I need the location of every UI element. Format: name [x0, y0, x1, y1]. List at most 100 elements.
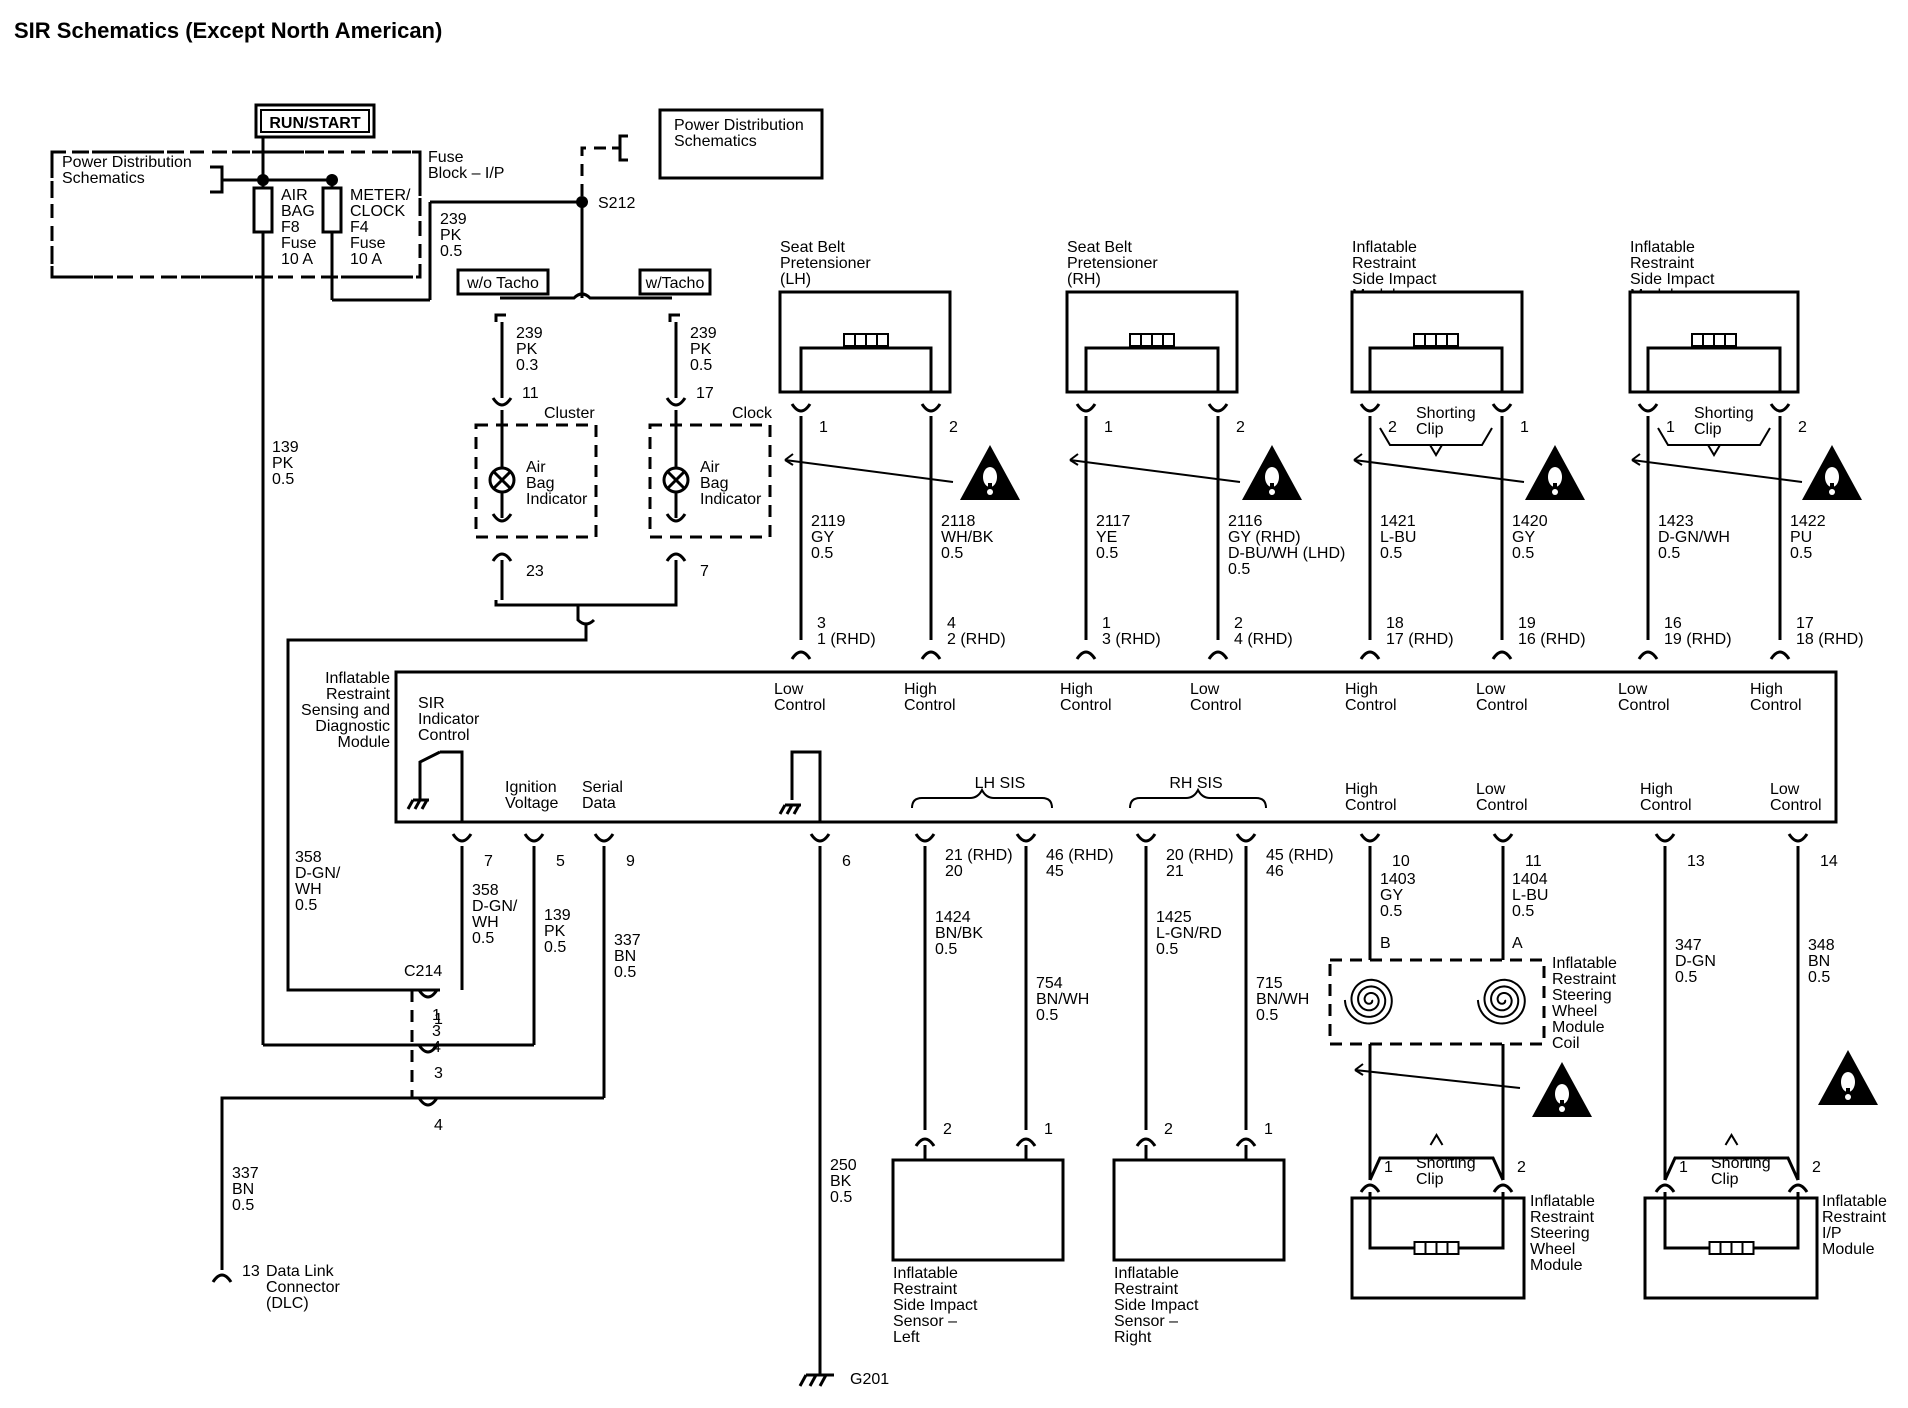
sdm-module-label: Restraint	[326, 686, 391, 703]
cluster-indicator-label: Bag	[526, 475, 554, 492]
connector-pin-label: 1	[1102, 615, 1111, 632]
connector-terminal	[1787, 833, 1809, 843]
control-label: Low	[1618, 681, 1648, 698]
option-branch	[500, 292, 672, 300]
control-label: Control	[1476, 697, 1528, 714]
pin-label: 21	[1166, 863, 1184, 880]
shorting-clip-label: Shorting	[1416, 1155, 1476, 1172]
connector-pin-label: 1 (RHD)	[817, 631, 876, 648]
sensor-label: Side Impact	[893, 1297, 978, 1314]
control-label: High	[1750, 681, 1783, 698]
coil-label: Module	[1552, 1019, 1605, 1036]
shorting-clip	[1379, 427, 1493, 446]
twisted-pair-marker	[1353, 453, 1363, 466]
c214-pin-label: 4	[432, 1039, 441, 1056]
clock-label: Clock	[732, 405, 773, 422]
connector-terminal	[491, 513, 513, 523]
bracket	[210, 165, 263, 194]
connector-terminal	[1637, 650, 1659, 660]
cluster-wire-label: 239	[516, 325, 543, 342]
clock-outline	[648, 423, 772, 539]
connector-terminal	[1359, 403, 1381, 413]
twisted-pair-marker	[1069, 453, 1079, 466]
ground-icon	[778, 804, 787, 815]
wire-label: 1424	[935, 909, 971, 926]
wire-label: 0.5	[1096, 545, 1118, 562]
control-label: Low	[1476, 781, 1506, 798]
wire-358-label: WH	[472, 914, 499, 931]
pin-label: 45 (RHD)	[1266, 847, 1334, 864]
connector-pin-label: 4 (RHD)	[1234, 631, 1293, 648]
shorting-clip-label: Clip	[1694, 421, 1722, 438]
dlc-label: Connector	[266, 1279, 340, 1296]
wire-label: 0.5	[1228, 561, 1250, 578]
connector-terminal	[914, 833, 936, 843]
pin-label: 1	[1520, 419, 1529, 436]
wire-337	[220, 1096, 418, 1270]
connector-terminal	[451, 833, 473, 843]
ground-icon	[798, 1374, 808, 1387]
warning-mark	[1265, 467, 1279, 487]
serial-data-label: Serial	[582, 779, 623, 796]
sensor-label: Inflatable	[893, 1265, 958, 1282]
cluster-wire-label: PK	[516, 341, 538, 358]
wire-label: BN/WH	[1036, 991, 1089, 1008]
control-label: Low	[1770, 781, 1800, 798]
pin-label: 1	[1666, 419, 1675, 436]
fuse-f8-label: F8	[281, 219, 300, 236]
wire-label: 347	[1675, 937, 1702, 954]
connector-pin-label: 4	[947, 615, 956, 632]
control-label: High	[1345, 781, 1378, 798]
warning-mark	[1552, 489, 1558, 495]
power-distribution-label: Schematics	[62, 170, 145, 187]
connector-terminal	[1769, 650, 1791, 660]
control-label: Control	[1190, 697, 1242, 714]
wire	[576, 605, 596, 626]
connector-terminal	[491, 552, 513, 562]
wire-label: GY	[1512, 529, 1535, 546]
wire	[494, 600, 678, 607]
shorting-clip	[1429, 444, 1443, 457]
top-module-label: Inflatable	[1352, 239, 1417, 256]
wire-label: D-BU/WH (LHD)	[1228, 545, 1345, 562]
twisted-pair-marker	[1069, 459, 1241, 483]
w-tacho-label: w/Tacho	[645, 275, 705, 292]
wire-label: BN/WH	[1256, 991, 1309, 1008]
dlc-pin-label: 13	[242, 1263, 260, 1280]
wire-label: 2118	[941, 513, 976, 530]
wire-358-label: D-GN/	[295, 865, 341, 882]
connector-terminal	[1015, 1137, 1037, 1147]
coil-label: Wheel	[1552, 1003, 1597, 1020]
bracket	[612, 134, 628, 162]
wire-label: 2116	[1228, 513, 1263, 530]
wire-label: YE	[1096, 529, 1117, 546]
wire-358-label: D-GN/	[472, 898, 518, 915]
airbag-module-label: Restraint	[1530, 1209, 1595, 1226]
clock-indicator-label: Indicator	[700, 491, 762, 508]
wire-239-label: 0.5	[440, 243, 462, 260]
shorting-clip-label: Shorting	[1694, 405, 1754, 422]
connector-pin-label: 3	[817, 615, 826, 632]
control-label: Control	[1770, 797, 1822, 814]
sensor-label: Restraint	[1114, 1281, 1179, 1298]
sensor-label: Sensor –	[893, 1313, 957, 1330]
wire	[440, 750, 464, 822]
warning-mark	[1830, 483, 1834, 488]
connector-pin-label: 18 (RHD)	[1796, 631, 1864, 648]
cluster-pin-label: 23	[526, 563, 544, 580]
wire-label: PU	[1790, 529, 1812, 546]
sir-indicator-label: SIR	[418, 695, 445, 712]
wire-label: 348	[1808, 937, 1835, 954]
connector-terminal	[920, 403, 942, 413]
wire-250-label: BK	[830, 1173, 852, 1190]
wire-139-label: 0.5	[544, 939, 566, 956]
pin-label: 2	[943, 1121, 952, 1138]
wire-label: L-GN/RD	[1156, 925, 1222, 942]
dlc-label: (DLC)	[266, 1295, 309, 1312]
wire-358-label: 0.5	[295, 897, 317, 914]
connector-terminal	[665, 397, 687, 407]
connector-terminal	[1235, 1137, 1257, 1147]
wo-tacho-box	[456, 268, 550, 296]
wire-label: 0.5	[1790, 545, 1812, 562]
